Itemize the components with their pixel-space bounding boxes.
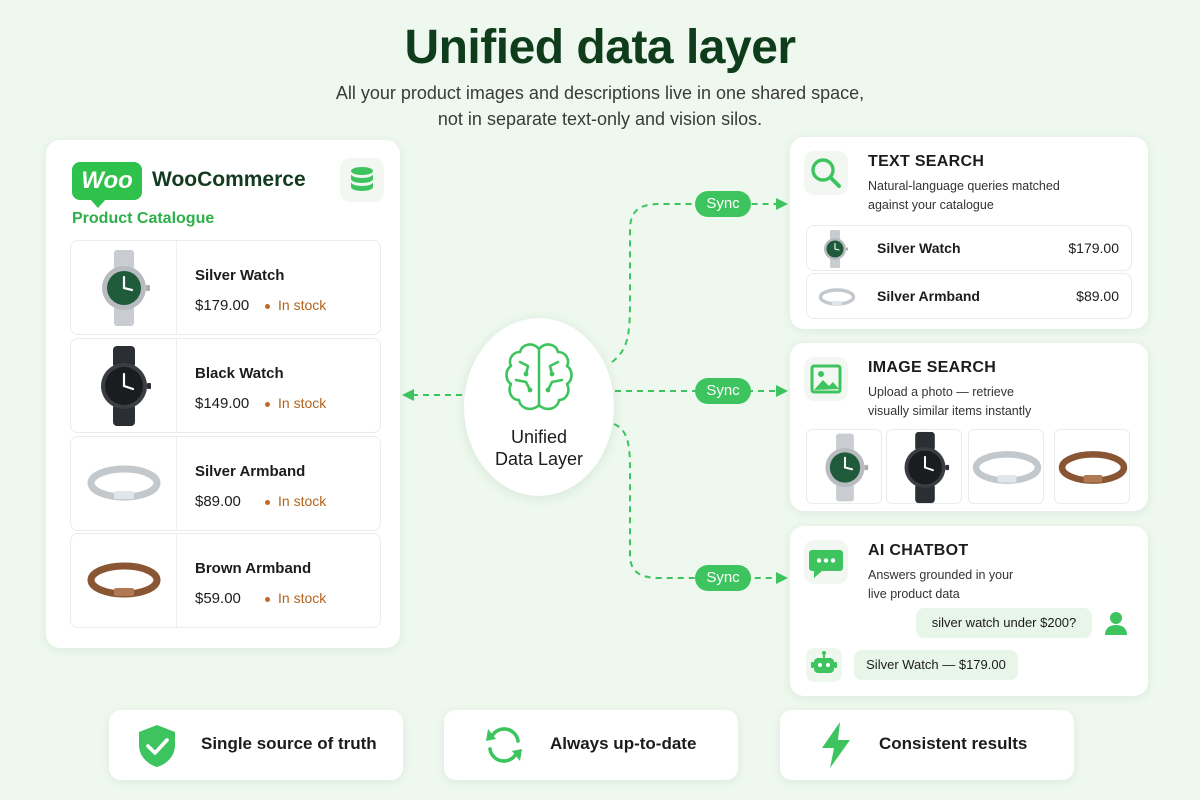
- user-avatar-icon: [1105, 612, 1127, 635]
- sync-badge-text-search: Sync: [695, 191, 751, 217]
- description-line: visually similar items instantly: [868, 404, 1032, 418]
- stock-label: In stock: [278, 590, 327, 606]
- bot-avatar-icon: [806, 648, 842, 682]
- black-watch-icon: [71, 339, 177, 432]
- benefit-label: Single source of truth: [201, 734, 377, 753]
- product-price: $149.00: [195, 395, 250, 412]
- page-title: Unified data layer: [404, 21, 796, 74]
- image-result-tile[interactable]: [1054, 429, 1130, 504]
- product-price: $59.00: [195, 590, 241, 607]
- silver-watch-icon: [824, 432, 870, 503]
- benefit-single-source: Single source of truth: [109, 710, 403, 780]
- unified-data-layer-hub: Unified Data Layer: [464, 318, 614, 496]
- stock-status: In stock: [265, 493, 326, 509]
- image-result-tile[interactable]: [806, 429, 882, 504]
- description-line: Answers grounded in your: [868, 568, 1014, 582]
- product-row[interactable]: Silver Armband $89.00 In stock: [70, 436, 381, 531]
- sync-badge-chatbot: Sync: [695, 565, 751, 591]
- silver-watch-icon: [71, 241, 177, 334]
- silver-armband-icon: [969, 430, 1045, 505]
- image-search-title: IMAGE SEARCH: [868, 359, 997, 376]
- page-subtitle: All your product images and descriptions…: [300, 80, 900, 132]
- result-name: Silver Armband: [877, 288, 980, 304]
- text-search-title: TEXT SEARCH: [868, 153, 985, 170]
- chatbot-description: Answers grounded in your live product da…: [868, 566, 1108, 604]
- product-price: $179.00: [195, 297, 250, 314]
- catalogue-label: Product Catalogue: [72, 210, 215, 227]
- product-name: Silver Watch: [195, 267, 285, 284]
- bot-message: Silver Watch — $179.00: [854, 650, 1018, 680]
- stock-status: In stock: [265, 297, 326, 313]
- subtitle-line-1: All your product images and descriptions…: [335, 83, 865, 103]
- brain-icon: [505, 343, 573, 411]
- search-result-row[interactable]: Silver Armband $89.00: [806, 273, 1132, 319]
- image-result-tile[interactable]: [886, 429, 962, 504]
- result-price: $179.00: [1068, 240, 1119, 256]
- hub-label-line-2: Data Layer: [494, 449, 584, 469]
- ai-chatbot-card: AI CHATBOT Answers grounded in your live…: [790, 526, 1148, 696]
- subtitle-line-2: not in separate text-only and vision sil…: [437, 109, 763, 129]
- hub-label: Unified Data Layer: [464, 426, 614, 470]
- brown-armband-icon: [71, 534, 177, 627]
- description-line: Natural-language queries matched: [868, 179, 1060, 193]
- description-line: Upload a photo — retrieve: [868, 385, 1014, 399]
- user-message: silver watch under $200?: [916, 608, 1092, 638]
- woocommerce-logo: Woo: [72, 162, 142, 208]
- product-name: Silver Armband: [195, 463, 306, 480]
- search-result-row[interactable]: Silver Watch $179.00: [806, 225, 1132, 271]
- product-name: Brown Armband: [195, 560, 312, 577]
- image-result-tile[interactable]: [968, 429, 1044, 504]
- product-price: $89.00: [195, 493, 241, 510]
- stock-label: In stock: [278, 297, 327, 313]
- product-row[interactable]: Silver Watch $179.00 In stock: [70, 240, 381, 335]
- chat-bubble-icon: [804, 540, 848, 584]
- black-watch-icon: [903, 431, 951, 504]
- lightning-icon: [822, 722, 850, 768]
- benefit-consistent-results: Consistent results: [780, 710, 1074, 780]
- benefit-label: Always up-to-date: [550, 734, 697, 753]
- image-icon: [804, 357, 848, 401]
- stock-label: In stock: [278, 395, 327, 411]
- product-row[interactable]: Brown Armband $59.00 In stock: [70, 533, 381, 628]
- refresh-icon: [486, 727, 522, 763]
- result-name: Silver Watch: [877, 240, 961, 256]
- brand-name: WooCommerce: [152, 168, 306, 191]
- database-icon: [340, 158, 384, 202]
- benefit-always-up-to-date: Always up-to-date: [444, 710, 738, 780]
- text-search-description: Natural-language queries matched against…: [868, 177, 1108, 215]
- silver-armband-icon: [71, 437, 177, 530]
- description-line: live product data: [868, 587, 960, 601]
- stock-status: In stock: [265, 395, 326, 411]
- image-search-description: Upload a photo — retrieve visually simil…: [868, 383, 1108, 421]
- sync-badge-image-search: Sync: [695, 378, 751, 404]
- shield-check-icon: [139, 725, 175, 767]
- stock-label: In stock: [278, 493, 327, 509]
- search-icon: [804, 151, 848, 195]
- silver-armband-icon: [818, 288, 856, 307]
- hub-label-line-1: Unified: [510, 427, 568, 447]
- text-search-card: TEXT SEARCH Natural-language queries mat…: [790, 137, 1148, 329]
- silver-watch-icon: [823, 229, 849, 269]
- result-price: $89.00: [1076, 288, 1119, 304]
- product-row[interactable]: Black Watch $149.00 In stock: [70, 338, 381, 433]
- product-catalogue-card: Woo WooCommerce Product Catalogue Silver…: [46, 140, 400, 648]
- stock-status: In stock: [265, 590, 326, 606]
- chatbot-title: AI CHATBOT: [868, 542, 969, 559]
- brown-armband-icon: [1055, 430, 1131, 505]
- benefit-label: Consistent results: [879, 734, 1028, 753]
- description-line: against your catalogue: [868, 198, 994, 212]
- product-name: Black Watch: [195, 365, 284, 382]
- image-search-card: IMAGE SEARCH Upload a photo — retrieve v…: [790, 343, 1148, 511]
